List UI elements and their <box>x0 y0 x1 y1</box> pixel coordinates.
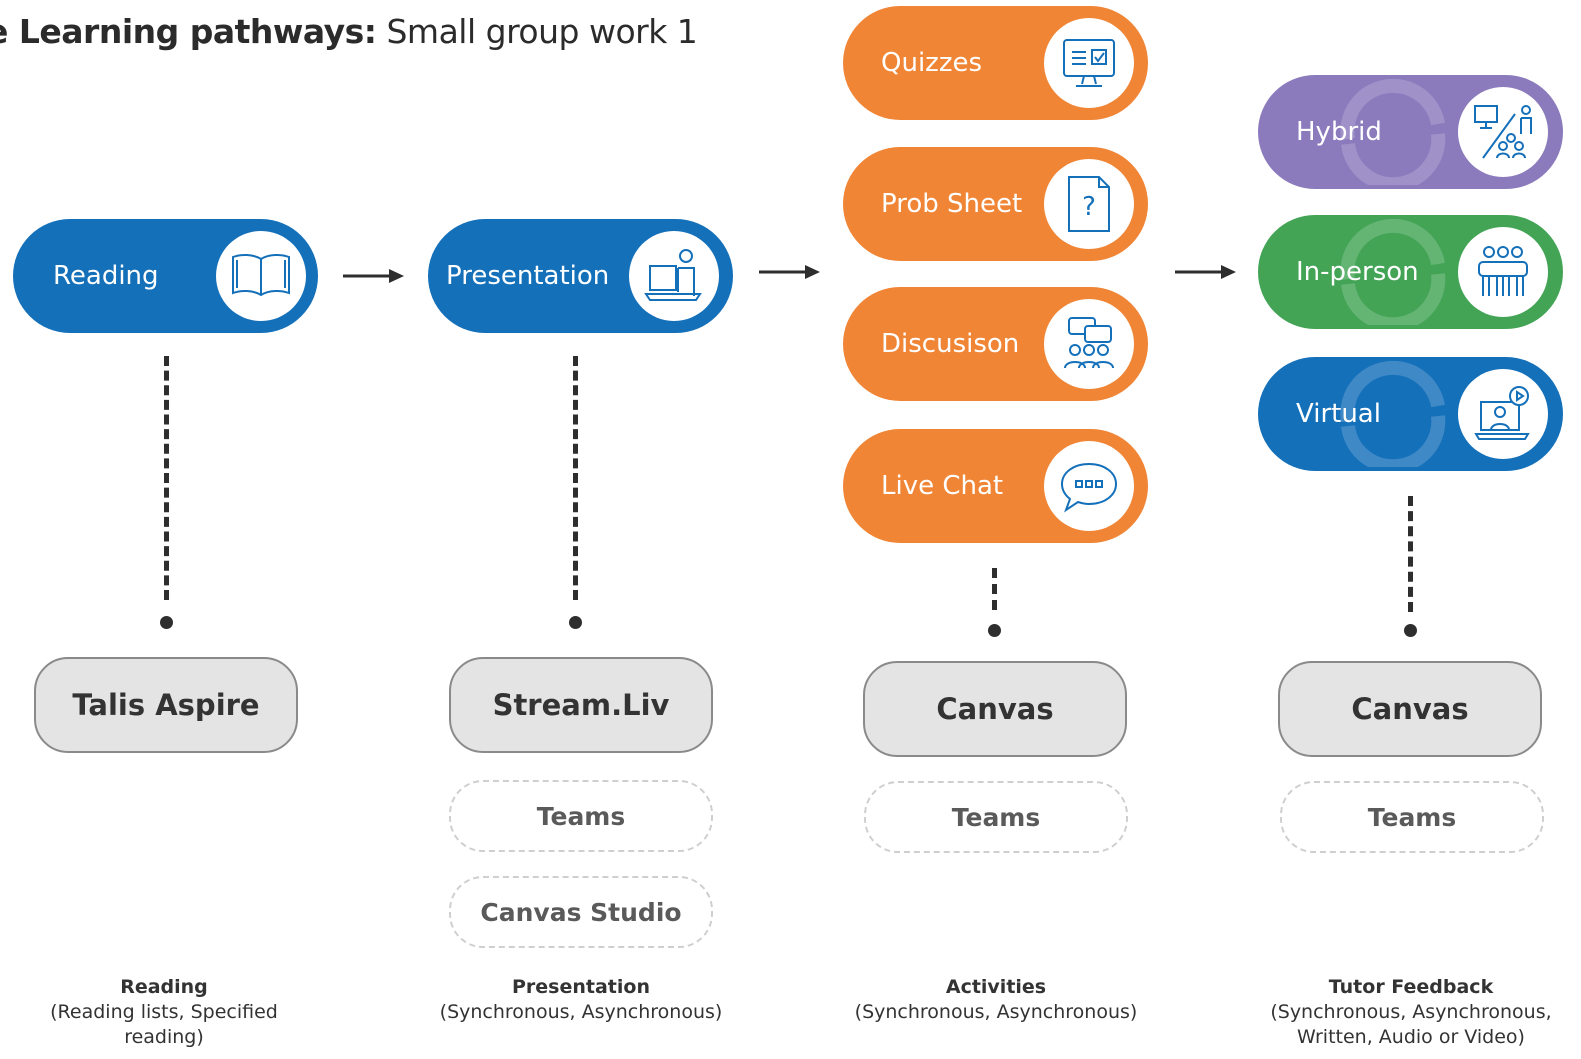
in-person-group-icon <box>1458 227 1548 317</box>
arrow-right-icon <box>1175 265 1236 279</box>
presentation-pill[interactable]: Presentation <box>428 219 733 333</box>
alt-tool-teams[interactable]: Teams <box>864 781 1128 853</box>
cycle-arrows-icon <box>1340 361 1446 467</box>
caption-reading: Reading (Reading lists, Specified readin… <box>0 975 334 1050</box>
title-rest: Small group work 1 <box>376 12 698 51</box>
in-person-pill[interactable]: In-person <box>1258 215 1563 329</box>
page-title: e Learning pathways: Small group work 1 <box>0 12 698 51</box>
video-call-icon <box>1458 369 1548 459</box>
discussion-pill[interactable]: Discusison <box>843 287 1148 401</box>
book-icon <box>216 231 306 321</box>
hybrid-pill[interactable]: Hybrid <box>1258 75 1563 189</box>
alt-tool-teams[interactable]: Teams <box>449 780 713 852</box>
cycle-arrows-icon <box>1340 219 1446 325</box>
presentation-label: Presentation <box>446 261 610 291</box>
connector-line <box>1408 496 1413 612</box>
alt-tool-canvas-studio[interactable]: Canvas Studio <box>449 876 713 948</box>
tool-canvas[interactable]: Canvas <box>863 661 1127 757</box>
question-document-icon: ? <box>1044 159 1134 249</box>
caption-title: Tutor Feedback <box>1328 976 1494 998</box>
alt-tool-teams[interactable]: Teams <box>1280 781 1544 853</box>
caption-title: Presentation <box>512 976 650 998</box>
caption-sub: (Synchronous, Asynchronous) <box>439 1001 723 1023</box>
connector-dot <box>988 624 1001 637</box>
caption-tutor-feedback: Tutor Feedback (Synchronous, Asynchronou… <box>1241 975 1581 1050</box>
tool-stream-liv[interactable]: Stream.Liv <box>449 657 713 753</box>
caption-sub: (Reading lists, Specified reading) <box>50 1001 278 1048</box>
connector-dot <box>1404 624 1417 637</box>
arrow-right-icon <box>759 265 820 279</box>
caption-title: Activities <box>945 976 1047 998</box>
tool-canvas[interactable]: Canvas <box>1278 661 1542 757</box>
reading-pill[interactable]: Reading <box>13 219 318 333</box>
virtual-pill[interactable]: Virtual <box>1258 357 1563 471</box>
quiz-monitor-icon <box>1044 18 1134 108</box>
quizzes-label: Quizzes <box>881 48 983 78</box>
svg-text:?: ? <box>1082 192 1096 222</box>
hybrid-label: Hybrid <box>1296 117 1382 147</box>
discussion-label: Discusison <box>881 329 1020 359</box>
prob-sheet-pill[interactable]: Prob Sheet ? <box>843 147 1148 261</box>
presenter-icon <box>629 231 719 321</box>
arrow-right-icon <box>343 269 404 283</box>
in-person-label: In-person <box>1296 257 1419 287</box>
connector-line <box>164 356 169 600</box>
quizzes-pill[interactable]: Quizzes <box>843 6 1148 120</box>
live-chat-label: Live Chat <box>881 471 1004 501</box>
caption-presentation: Presentation (Synchronous, Asynchronous) <box>411 975 751 1025</box>
connector-dot <box>569 616 582 629</box>
hybrid-class-icon <box>1458 87 1548 177</box>
virtual-label: Virtual <box>1296 399 1381 429</box>
chat-bubble-icon <box>1044 441 1134 531</box>
connector-dot <box>160 616 173 629</box>
tool-talis-aspire[interactable]: Talis Aspire <box>34 657 298 753</box>
caption-sub: (Synchronous, Asynchronous) <box>854 1001 1138 1023</box>
caption-activities: Activities (Synchronous, Asynchronous) <box>826 975 1166 1025</box>
connector-line <box>992 568 997 610</box>
connector-line <box>573 356 578 600</box>
caption-sub: (Synchronous, Asynchronous, Written, Aud… <box>1270 1001 1552 1048</box>
prob-sheet-label: Prob Sheet <box>881 189 1023 219</box>
discussion-group-icon <box>1044 299 1134 389</box>
title-bold: e Learning pathways: <box>0 12 377 51</box>
cycle-arrows-icon <box>1340 79 1446 185</box>
caption-title: Reading <box>120 976 208 998</box>
live-chat-pill[interactable]: Live Chat <box>843 429 1148 543</box>
reading-label: Reading <box>53 261 159 291</box>
